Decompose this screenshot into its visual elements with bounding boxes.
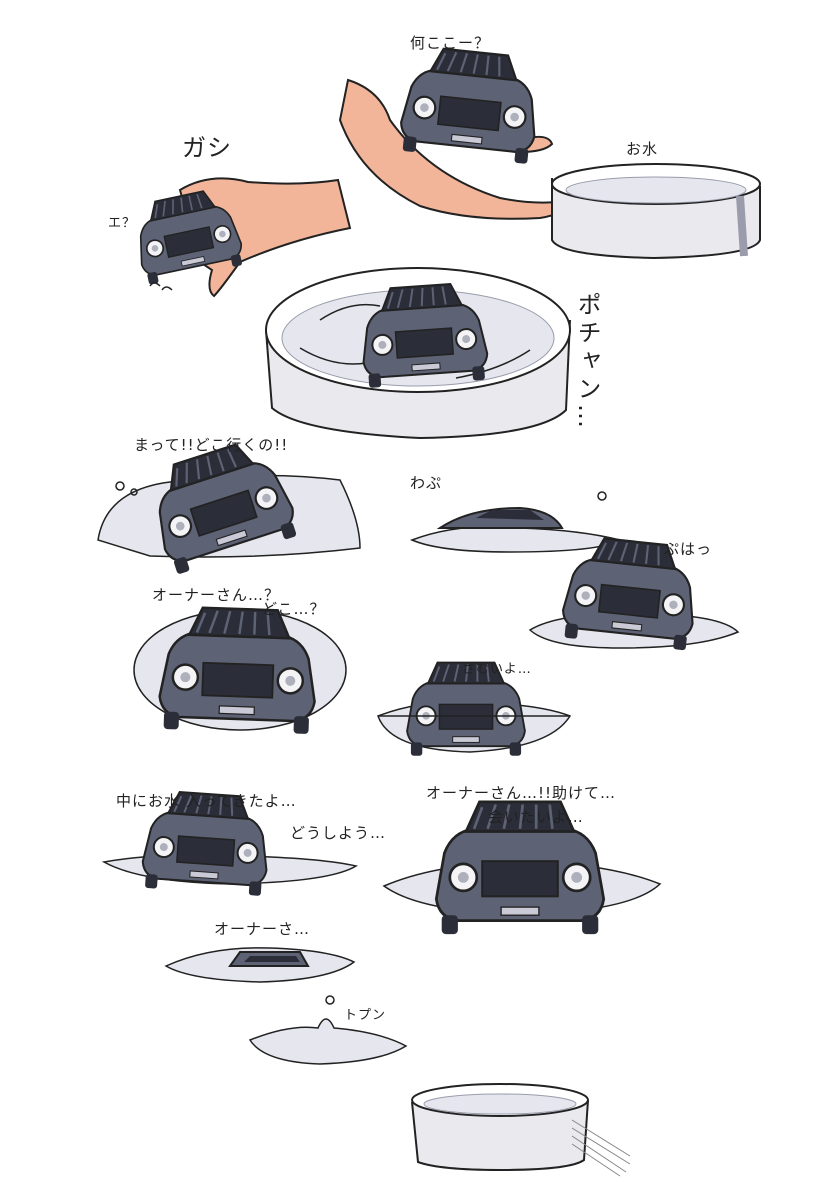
- caption-pochan: ポチャン…: [573, 292, 601, 432]
- caption-puhatsu: ぷはっ: [664, 540, 713, 558]
- panel-empty-bowl: [411, 1083, 631, 1177]
- panel-topun: [248, 995, 408, 1065]
- caption-ownersa: オーナーさ…: [214, 920, 311, 938]
- caption-gashi: ガシ: [182, 134, 232, 162]
- caption-samuiyo: さむいよ…: [462, 662, 532, 677]
- panel-grab: [128, 177, 352, 298]
- panel-wait: [97, 432, 361, 578]
- caption-nanikoko: 何ここー？: [410, 34, 491, 52]
- caption-ownersan-doko: オーナーさん…？: [152, 586, 281, 604]
- caption-doko: どこ…？: [262, 600, 326, 618]
- panel-where: [133, 605, 347, 736]
- panel-bowl: [551, 163, 761, 260]
- panel-water-inside: [101, 788, 358, 898]
- caption-tasukete: オーナーさん…!!助けて…: [426, 784, 617, 802]
- panel-splash: [265, 267, 571, 440]
- caption-topun: トプン: [344, 1008, 387, 1023]
- panel-cold: [377, 661, 572, 757]
- caption-nakani: 中にお水 入ってきたよ…: [116, 792, 297, 810]
- panel-palm: [338, 44, 574, 220]
- panel-last: [164, 947, 356, 983]
- caption-e: エ？: [108, 216, 137, 231]
- caption-aitaiyo: 会いたいよ…: [488, 808, 584, 826]
- caption-wapu: わぷ: [410, 474, 443, 492]
- caption-matte: まって!!どこ行くの!!: [134, 436, 289, 454]
- panel-puha: [528, 533, 740, 652]
- panel-help: [382, 800, 662, 936]
- caption-doushiyou: どうしよう…: [290, 824, 387, 842]
- caption-omizu: お水: [626, 140, 659, 158]
- panel-wapu: [409, 491, 622, 553]
